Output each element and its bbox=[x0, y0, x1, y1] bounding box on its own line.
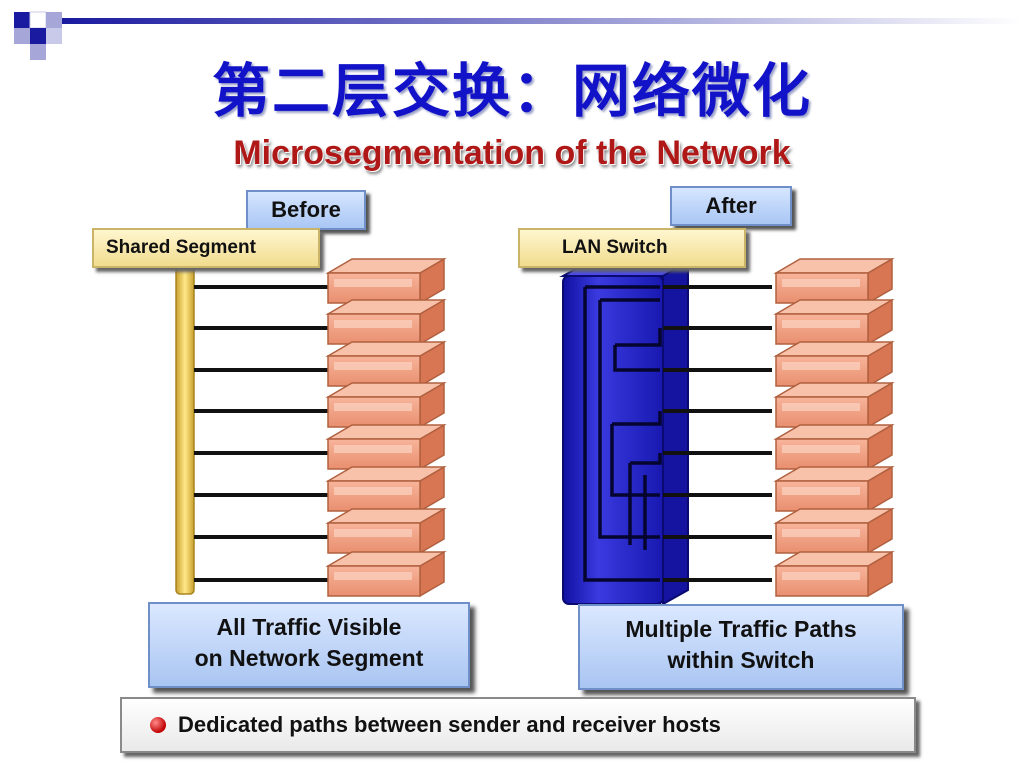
after-caption: Multiple Traffic Paths within Switch bbox=[578, 604, 904, 690]
after-caption-line1: Multiple Traffic Paths bbox=[625, 616, 857, 642]
before-tag: Before bbox=[246, 190, 366, 230]
corner-square-dark bbox=[14, 12, 30, 28]
host-block bbox=[325, 298, 447, 346]
host-block bbox=[325, 381, 447, 429]
host-block bbox=[773, 298, 895, 346]
footer-note-box: Dedicated paths between sender and recei… bbox=[120, 697, 916, 753]
host-block bbox=[325, 423, 447, 471]
before-caption-line2: on Network Segment bbox=[194, 645, 424, 671]
lan-switch-label: LAN Switch bbox=[518, 228, 746, 268]
shared-segment-label: Shared Segment bbox=[92, 228, 320, 268]
switch-side bbox=[662, 260, 689, 606]
after-links bbox=[663, 285, 772, 582]
host-block bbox=[325, 507, 447, 555]
after-host-stack bbox=[773, 257, 895, 598]
host-block bbox=[325, 550, 447, 598]
before-diagram bbox=[175, 257, 447, 598]
after-tag: After bbox=[670, 186, 792, 226]
before-caption-line1: All Traffic Visible bbox=[216, 614, 402, 640]
host-block bbox=[773, 340, 895, 388]
diagram-title: Microsegmentation of the Network bbox=[233, 134, 791, 172]
after-diagram bbox=[559, 257, 895, 606]
host-block bbox=[773, 465, 895, 513]
host-block bbox=[325, 257, 447, 305]
host-block bbox=[773, 423, 895, 471]
red-bullet-icon bbox=[150, 717, 166, 733]
host-block bbox=[773, 381, 895, 429]
host-block bbox=[773, 257, 895, 305]
corner-square-light bbox=[46, 28, 62, 44]
host-block bbox=[325, 340, 447, 388]
before-caption: All Traffic Visible on Network Segment bbox=[148, 602, 470, 688]
host-block bbox=[325, 465, 447, 513]
corner-square-mid bbox=[14, 28, 30, 44]
after-caption-line2: within Switch bbox=[667, 647, 815, 673]
footer-note: Dedicated paths between sender and recei… bbox=[178, 712, 721, 737]
host-block bbox=[773, 507, 895, 555]
header-rule bbox=[62, 18, 1022, 24]
slide-title: 第二层交换：网络微化 bbox=[211, 57, 812, 125]
shared-segment-bus bbox=[175, 257, 195, 595]
host-block bbox=[773, 550, 895, 598]
corner-square-mid bbox=[46, 12, 62, 28]
switch-internal-paths bbox=[583, 285, 662, 582]
before-host-stack bbox=[325, 257, 447, 598]
corner-square-dark bbox=[30, 28, 46, 44]
before-links bbox=[194, 285, 328, 582]
lan-switch bbox=[559, 260, 692, 606]
corner-square-mid bbox=[30, 44, 46, 60]
